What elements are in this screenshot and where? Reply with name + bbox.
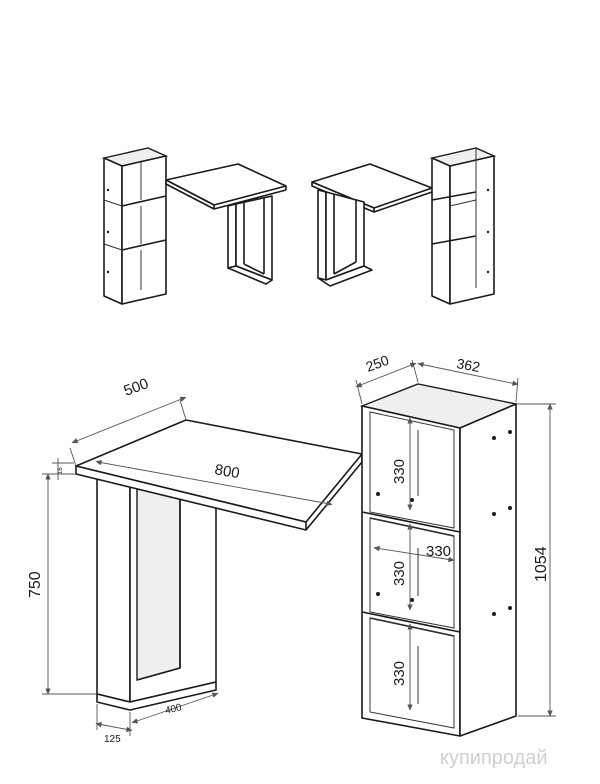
- watermark-text: купипродай: [440, 747, 548, 769]
- label-compartment-width: 330: [426, 543, 451, 560]
- label-leg-depth: 400: [164, 702, 183, 717]
- label-compartment-height-2: 330: [391, 561, 408, 586]
- thumbnail-right-configuration: [311, 147, 497, 305]
- label-desk-height: 750: [27, 571, 44, 598]
- shelf-unit-front: [361, 405, 461, 737]
- label-compartment-height-1: 330: [391, 459, 408, 484]
- label-shelf-height: 1054: [533, 546, 550, 582]
- dimension-lines: [42, 359, 556, 736]
- label-shelf-depth: 250: [364, 352, 392, 375]
- shelf-unit-side: [459, 403, 517, 737]
- label-desk-width: 800: [213, 461, 241, 482]
- label-desk-thickness: 16: [58, 467, 64, 474]
- label-leg-width: 125: [104, 734, 121, 745]
- label-shelf-width: 362: [455, 355, 481, 375]
- desk-leg-front: [96, 477, 131, 703]
- dimension-labels: 500 800 16 750 125 400 250 362 1054 330 …: [27, 352, 550, 745]
- label-desk-depth: 500: [122, 375, 151, 400]
- label-compartment-height-3: 330: [391, 661, 408, 686]
- thumbnail-left-configuration: [101, 147, 287, 305]
